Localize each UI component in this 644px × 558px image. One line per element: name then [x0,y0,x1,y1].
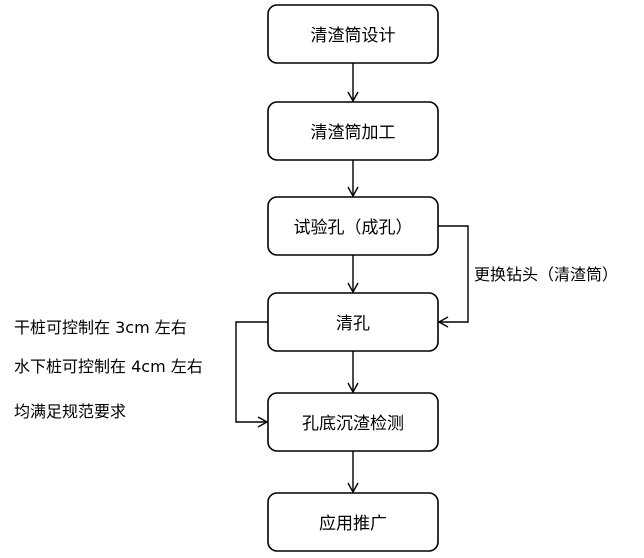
step-box-sediment-test: 孔底沉渣检测 [267,392,439,452]
note-meets-spec: 均满足规范要求 [14,402,126,421]
step-label-application: 应用推广 [319,514,387,534]
step-label-test-hole: 试验孔（成孔） [294,218,413,238]
arrow-loop-replace-bit [437,225,469,328]
note-underwater-pile: 水下桩可控制在 4cm 左右 [14,357,203,376]
step-box-fabrication: 清渣筒加工 [267,101,439,161]
step-box-design: 清渣筒设计 [267,4,439,64]
step-box-application: 应用推广 [267,492,439,552]
loop-label: 更换钻头（清渣筒） [474,265,618,284]
step-label-design: 清渣筒设计 [311,26,396,46]
step-box-clean-hole: 清孔 [267,292,439,352]
note-dry-pile: 干桩可控制在 3cm 左右 [14,318,187,337]
step-label-clean-hole: 清孔 [336,314,370,334]
step-label-fabrication: 清渣筒加工 [311,123,396,143]
arrow-loop-left [235,321,269,428]
step-box-test-hole: 试验孔（成孔） [267,196,439,256]
step-label-sediment-test: 孔底沉渣检测 [302,414,404,434]
